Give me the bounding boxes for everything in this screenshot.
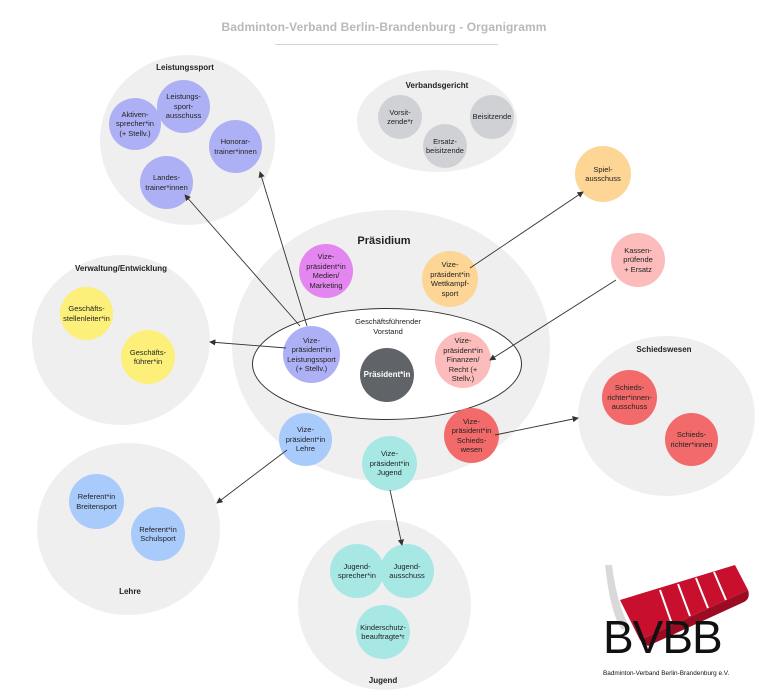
group-label-leistungssport: Leistungssport [156, 63, 214, 72]
node-leistungssportausschuss: Leistungs- sport- ausschuss [157, 80, 210, 133]
node-vp-leistungssport: Vize- präsident*in Leistungssport (+ Ste… [283, 326, 340, 383]
node-vp-lehre: Vize- präsident*in Lehre [279, 413, 332, 466]
node-kassenpruefende: Kassen- prüfende + Ersatz [611, 233, 665, 287]
node-jugendausschuss: Jugend- ausschuss [380, 544, 434, 598]
group-label-jugend: Jugend [368, 676, 398, 685]
group-label-verbandsgericht: Verbandsgericht [405, 81, 469, 90]
node-praesident: Präsident*in [360, 348, 414, 402]
bvbb-logo-icon [605, 565, 749, 646]
node-beisitzende: Beisitzende [470, 95, 514, 139]
group-label-verwaltung: Verwaltung/Entwicklung [74, 264, 167, 273]
group-verwaltung [32, 255, 210, 425]
group-label-lehre: Lehre [119, 587, 141, 596]
arrow-to-lehre [216, 449, 288, 504]
node-schiedsrichter: Schieds- richter*innen [665, 413, 718, 466]
node-kinderschutz: Kinderschutz- beauftragte*r [356, 605, 410, 659]
node-vp-finanzen: Vize- präsident*in Finanzen/ Recht (+ St… [435, 332, 491, 388]
logo-wordmark: BVBB [603, 611, 723, 663]
group-label-praesidium: Präsidium [357, 235, 411, 247]
node-gf: Geschäfts- führer*in [121, 330, 175, 384]
node-schiedsrichterausschuss: Schieds- richter*innen- ausschuss [602, 370, 657, 425]
title-divider [275, 44, 498, 45]
node-ref-breitensport: Referent*in Breitensport [69, 474, 124, 529]
node-vp-medien: Vize- präsident*in Medien/ Marketing [299, 244, 353, 298]
logo-subtitle: Badminton-Verband Berlin-Brandenburg e.V… [603, 670, 730, 677]
group-schiedswesen [578, 336, 755, 496]
node-vp-schiedswesen: Vize- präsident*in Schieds- wesen [444, 408, 499, 463]
node-honorartrainer: Honorar- trainer*innen [209, 120, 262, 173]
node-jugendsprecher: Jugend- sprecher*in [330, 544, 384, 598]
node-vp-wettkampf: Vize- präsident*in Wettkampf- sport [422, 251, 478, 307]
group-lehre [37, 443, 220, 615]
node-ersatzbeisitzende: Ersatz- beisitzende [423, 124, 467, 168]
node-landestrainer: Landes- trainer*innen [140, 156, 193, 209]
node-vorsitzender: Vorsit- zende*r [378, 95, 422, 139]
vorstand-label: Geschäftsführender Vorstand [355, 317, 421, 336]
node-ref-schulsport: Referent*in Schulsport [131, 507, 185, 561]
page-title: Badminton-Verband Berlin-Brandenburg - O… [221, 20, 547, 34]
group-label-schiedswesen: Schiedswesen [636, 345, 692, 354]
node-spielausschuss: Spiel- ausschuss [575, 146, 631, 202]
node-aktivensprecher: Aktiven- sprecher*in (+ Stellv.) [109, 98, 161, 150]
node-vp-jugend: Vize- präsident*in Jugend [362, 436, 417, 491]
node-gs-leiter: Geschäfts- stellenleiter*in [60, 287, 113, 340]
